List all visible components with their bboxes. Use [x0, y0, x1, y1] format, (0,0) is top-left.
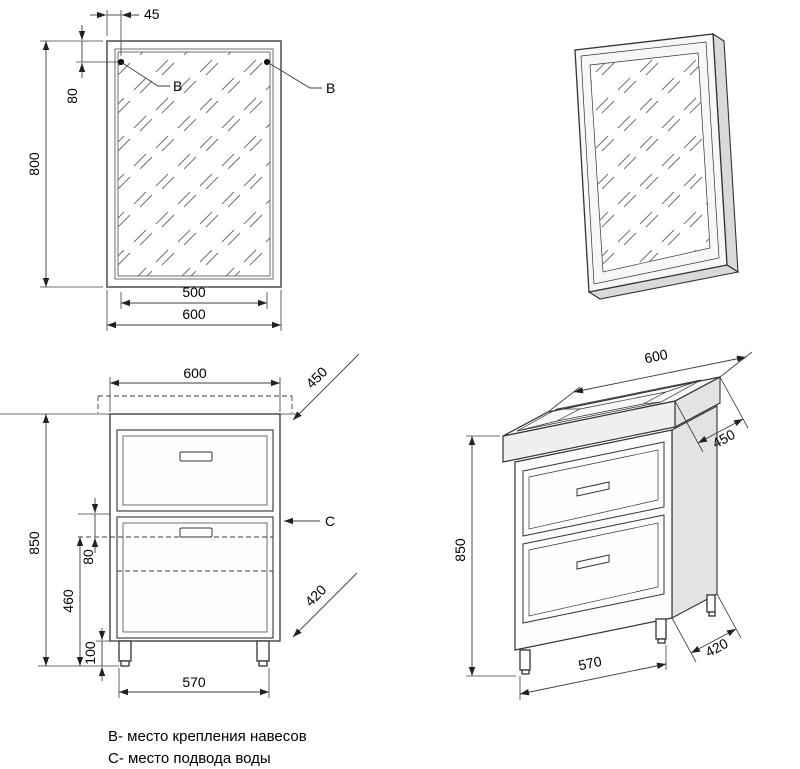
legend: В- место крепления навесов С- место подв… — [108, 728, 307, 767]
drawer-1-handle-3d — [576, 481, 610, 497]
mount-left-leader — [120, 61, 170, 87]
dim-3d-570-label: 570 — [577, 653, 603, 673]
dim-600-top-label: 600 — [183, 365, 207, 381]
dim-460-label: 460 — [60, 589, 76, 613]
legend-line-b: В- место крепления навесов — [108, 728, 307, 745]
dim-500-label: 500 — [182, 284, 206, 300]
dim-570-label: 570 — [182, 674, 206, 690]
dim-850-label: 850 — [26, 531, 42, 555]
leg-3d-back-right — [706, 594, 716, 613]
drawer-2-bevel-3d — [528, 522, 659, 617]
legend-line-c: С- место подвода воды — [108, 750, 271, 767]
drawer-1-front — [116, 429, 274, 512]
cabinet-front-view: C — [0, 395, 335, 667]
mirror-3d-glass-hatch — [590, 53, 710, 272]
drawer-1-bevel-3d — [528, 449, 659, 530]
mount-label-left: B — [173, 78, 182, 94]
mirror-glass-hatch — [118, 52, 270, 276]
dim-800-label: 800 — [26, 152, 42, 176]
leg-3d-front-left — [519, 649, 531, 671]
mirror-3d-view — [574, 32, 740, 300]
drawer-1-bevel — [122, 435, 268, 506]
mount-right-leader — [266, 61, 322, 89]
drawer-2-bevel — [122, 522, 268, 633]
dim-80-label: 80 — [80, 549, 96, 565]
dim-3d-850-label: 850 — [452, 538, 468, 562]
dim-100-label: 100 — [82, 641, 98, 665]
mount-label-right: B — [326, 80, 335, 96]
water-point-label: C — [325, 513, 335, 529]
drawer-2-handle-3d — [576, 554, 610, 570]
leg-3d-back-right-foot — [708, 611, 716, 617]
dim-3d-600-label: 600 — [643, 346, 669, 366]
dim-45-label: 45 — [144, 6, 160, 22]
leg-right — [256, 640, 270, 662]
leg-3d-front-left-foot — [521, 669, 530, 675]
mirror-3d-frame-inner — [580, 41, 720, 285]
leg-3d-front-right — [655, 618, 667, 640]
cabinet-3d-view — [502, 376, 721, 675]
dim-600-label: 600 — [182, 306, 206, 322]
drawer-1-handle — [179, 451, 213, 462]
dim-80-label: 80 — [64, 88, 80, 104]
leg-3d-front-right-foot — [657, 638, 666, 644]
leg-left — [118, 640, 132, 662]
mirror-front-dimensions: 45 80 800 500 600 — [26, 6, 282, 331]
drawer-2-handle — [179, 527, 213, 538]
leg-left-foot — [120, 660, 130, 667]
drawer-2-front-3d — [522, 514, 665, 624]
mirror-front-view: B B — [106, 40, 335, 288]
mirror-frame-inner — [114, 48, 274, 280]
dim-3d-420-label: 420 — [703, 635, 731, 660]
leg-right-foot — [258, 660, 268, 667]
